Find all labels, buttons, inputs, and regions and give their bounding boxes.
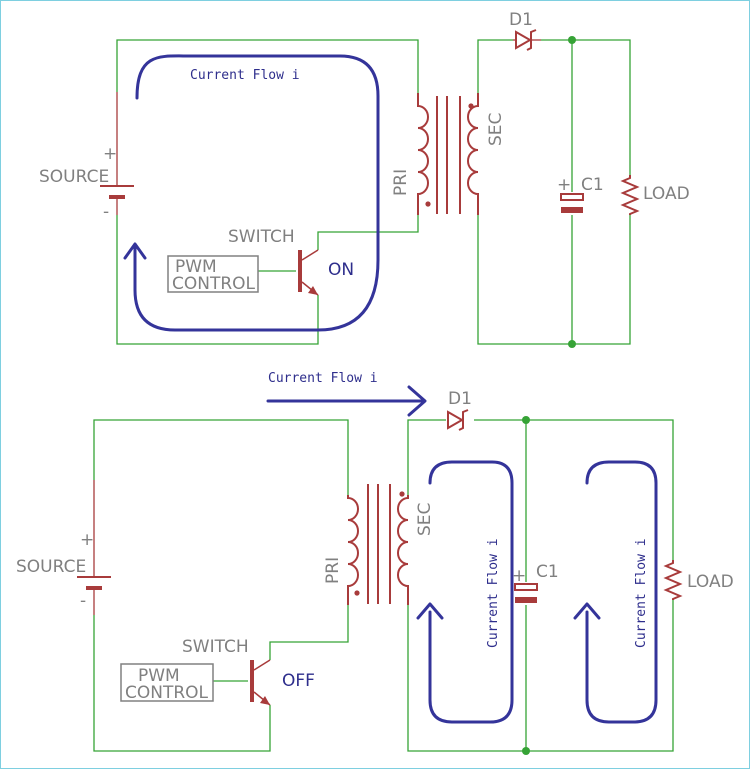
top-source-label: SOURCE [39, 167, 109, 187]
bottom-circuit: Current Flow i + SOURCE - SWITCH PWM CON [16, 371, 734, 755]
top-load-resistor [620, 175, 640, 215]
top-switch-label: SWITCH [228, 227, 295, 247]
bottom-source-label: SOURCE [16, 557, 86, 577]
bottom-source-minus: - [80, 591, 86, 611]
top-switch-transistor [298, 249, 319, 296]
bottom-diode-label: D1 [448, 389, 472, 409]
bottom-flow-arrow [266, 385, 427, 417]
bottom-switch-transistor [250, 659, 271, 706]
bottom-current-flow-loop-left [416, 460, 514, 724]
top-transformer [417, 93, 479, 215]
top-current-flow-loop [123, 54, 380, 332]
top-pwm-line2: CONTROL [172, 274, 256, 294]
top-source-minus: - [103, 202, 109, 222]
bottom-capacitor [514, 583, 538, 603]
bottom-load-resistor [663, 560, 683, 600]
top-flow-label: Current Flow i [190, 68, 300, 83]
bottom-switch-state: OFF [282, 671, 315, 691]
top-switch-state: ON [328, 260, 354, 280]
bottom-flow-label-right: Current Flow i [634, 538, 649, 648]
top-secondary-wires [477, 36, 631, 348]
top-sec-label: SEC [486, 113, 506, 146]
top-cap-plus: + [557, 175, 571, 195]
bottom-sec-label: SEC [415, 503, 435, 536]
bottom-pwm-box [120, 663, 214, 702]
top-primary-wires [116, 39, 419, 345]
top-source-battery [100, 92, 134, 215]
bottom-pwm-line2: CONTROL [125, 683, 209, 703]
bottom-cap-plus: + [512, 566, 526, 586]
top-circuit: + SOURCE - SWITCH PWM CONTROL ON PRI SEC [39, 10, 690, 348]
top-capacitor [560, 193, 584, 213]
top-source-plus: + [103, 144, 117, 164]
bottom-current-flow-loop-right [573, 460, 658, 724]
bottom-source-battery [77, 480, 111, 615]
bottom-switch-label: SWITCH [182, 637, 249, 657]
top-diode-label: D1 [509, 10, 533, 30]
bottom-primary-wires [93, 419, 349, 752]
bottom-load-label: LOAD [687, 572, 734, 592]
top-pwm-line1: PWM [175, 257, 217, 277]
bottom-pri-label: PRI [323, 557, 343, 584]
bottom-cap-label: C1 [536, 562, 559, 582]
top-cap-label: C1 [581, 175, 604, 195]
bottom-diode [447, 409, 469, 431]
bottom-flow-label-left: Current Flow i [486, 538, 501, 648]
top-pwm-box [167, 255, 259, 293]
bottom-secondary-wires [407, 416, 674, 755]
top-load-label: LOAD [643, 184, 690, 204]
bottom-source-plus: + [80, 530, 94, 550]
top-pri-label: PRI [391, 169, 411, 196]
top-diode [513, 29, 541, 51]
bottom-flow-label: Current Flow i [268, 371, 378, 386]
bottom-pwm-line1: PWM [138, 666, 180, 686]
bottom-transformer [347, 484, 409, 605]
